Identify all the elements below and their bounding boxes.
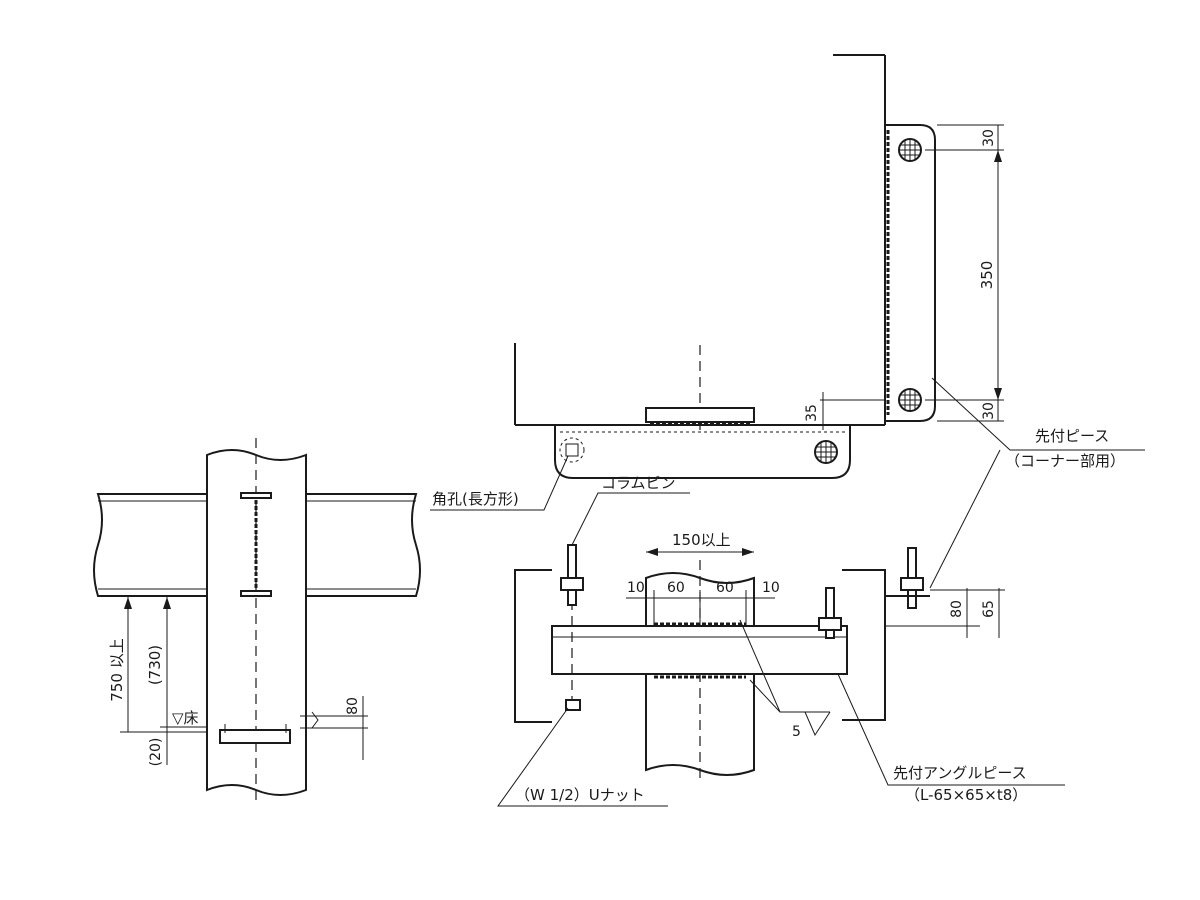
bolt-bottom-right-hatch — [816, 441, 836, 463]
dim-350-arrow-top — [994, 150, 1002, 162]
right-bolt-stem — [825, 587, 835, 639]
leader-angle-piece — [837, 673, 1065, 786]
corner-bolt-nut — [900, 577, 924, 591]
column-pin-nut — [560, 577, 584, 591]
label-angle-piece-spec: （L-65×65×t8） — [905, 786, 1027, 804]
u-nut — [565, 699, 581, 711]
label-column-pin: コラムピン — [601, 474, 676, 492]
dim-65-text: 65 — [981, 600, 997, 618]
column-left — [206, 449, 307, 796]
dim-10-left: 10 — [627, 580, 645, 596]
bolt-bottom-hatch — [900, 389, 920, 411]
square-hole-rect — [565, 443, 579, 457]
bolt-top-hatch — [900, 139, 920, 161]
center-column — [645, 572, 755, 776]
column-pin-stem — [567, 544, 577, 606]
dim-10-right: 10 — [762, 580, 780, 596]
lower-plate — [240, 590, 272, 597]
dim-30-top: 30 — [981, 129, 997, 147]
weld-5-text: 5 — [792, 724, 801, 740]
leader-column-pin — [571, 492, 690, 546]
floor-plate — [219, 729, 291, 744]
plan-center-plate — [645, 407, 755, 423]
dim-35-text: 35 — [804, 404, 820, 422]
beam-left-part — [93, 493, 207, 597]
square-hole-mark — [559, 437, 585, 463]
lower-elevation-view: 150以上 10 60 60 10 80 65 5 コラムピン （W 1/2）U… — [497, 449, 1065, 807]
weld-leader — [739, 619, 831, 737]
label-angle-piece: 先付アングルピース — [893, 764, 1027, 782]
leader-square-hole — [430, 455, 569, 511]
leader-corner-piece-lower — [929, 449, 1001, 589]
dim-750-text: 750 以上 — [108, 638, 126, 701]
angle-piece — [551, 625, 848, 675]
dim-350: 350 — [978, 261, 996, 290]
leader-corner-piece — [931, 377, 1145, 451]
dim-150-text: 150以上 — [672, 531, 731, 549]
dim-150-arrow-l — [646, 548, 658, 556]
dim-730-arrow-top — [163, 597, 171, 609]
dim-730-text: (730) — [146, 645, 164, 685]
corner-piece-right — [885, 124, 936, 422]
label-corner-piece: 先付ピース — [1035, 427, 1109, 445]
dim-60-left: 60 — [667, 580, 685, 596]
right-bolt-nut — [818, 617, 842, 631]
upper-plate — [240, 492, 272, 499]
leader-u-nut — [497, 707, 668, 807]
beam-right-part — [306, 493, 421, 597]
right-stub — [842, 569, 886, 721]
dim-350-arrow-bot — [994, 388, 1002, 400]
dim-80-left-text: 80 — [345, 697, 361, 715]
label-u-nut: （W 1/2）Uナット — [515, 786, 645, 804]
plan-view: 30 350 30 35 角孔(長方形) 先付ピース （コーナー部用） — [430, 54, 1145, 511]
small-arrow — [311, 711, 319, 729]
dim-80-right-text: 80 — [949, 600, 965, 618]
dim-30-bottom: 30 — [981, 402, 997, 420]
bottom-piece — [554, 425, 851, 479]
label-square-hole: 角孔(長方形) — [432, 490, 519, 508]
floor-label: ▽床 — [172, 709, 199, 727]
dim-150-arrow-r — [742, 548, 754, 556]
dim-750-arrow-top — [124, 597, 132, 609]
left-stub — [514, 569, 552, 723]
label-corner-piece-note: （コーナー部用） — [1005, 452, 1125, 470]
dim-20-text: (20) — [148, 738, 164, 767]
dim-60-right: 60 — [716, 580, 734, 596]
left-elevation-view: 750 以上 (730) (20) ▽床 80 — [93, 438, 421, 800]
